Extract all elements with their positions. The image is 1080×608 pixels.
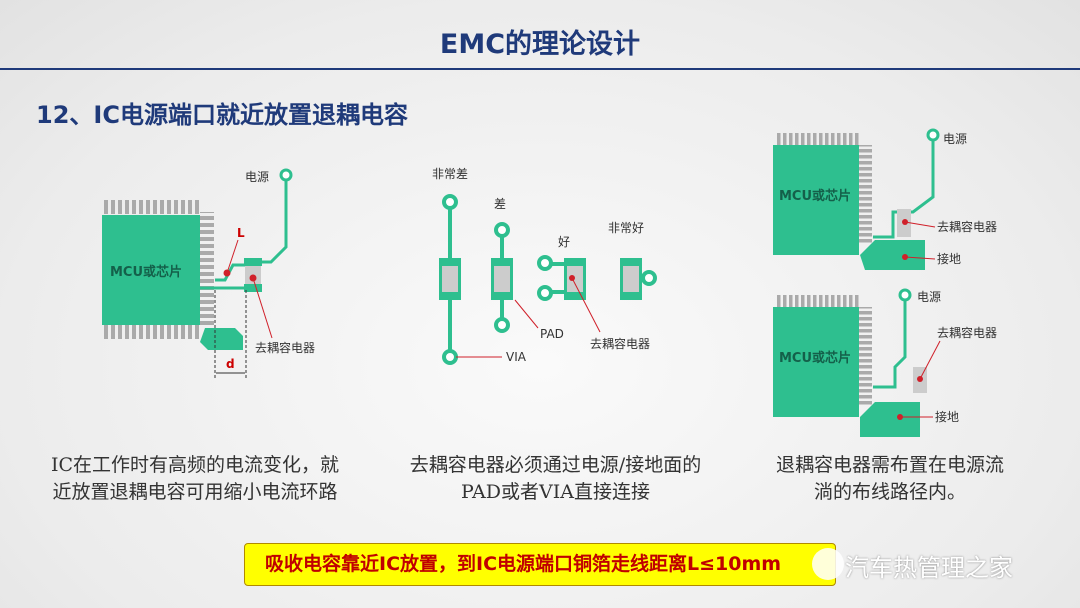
section-heading: 12、IC电源端口就近放置退耦电容 [36, 101, 408, 129]
caption-middle: 去耦容电器必须通过电源/接地面的PAD或者VIA直接连接 [409, 454, 702, 503]
power-label: 电源 [917, 290, 941, 304]
bottom-variant: MCU或芯片 电源 去耦容电器 接地 [773, 288, 997, 437]
ground-label: 接地 [935, 409, 959, 424]
wechat-icon [812, 548, 844, 580]
title-divider [0, 68, 1080, 70]
page-title: EMC的理论设计 [439, 29, 641, 60]
chip-label: MCU或芯片 [110, 264, 182, 280]
label-very-good: 非常好 [608, 221, 644, 235]
diagram-decoupling-distance: MCU或芯片 电源 L 去耦容电器 d [102, 168, 315, 380]
distance-label: d [226, 357, 235, 371]
power-label: 电源 [943, 132, 967, 146]
via-label: VIA [506, 350, 527, 364]
length-label: L [237, 226, 245, 240]
label-very-bad: 非常差 [432, 167, 468, 181]
capacitor-label: 去耦容电器 [590, 336, 650, 351]
chip-label: MCU或芯片 [779, 188, 851, 204]
caption-left: IC在工作时有高频的电流变化，就近放置退耦电容可用缩小电流环路 [50, 454, 340, 503]
diagram-routing-path: MCU或芯片 电源 去耦容电器 接地 MCU或芯片 电源 去耦容电器 接地 [773, 128, 997, 437]
label-bad: 差 [494, 197, 506, 211]
power-label: 电源 [245, 170, 269, 184]
watermark: 汽车热管理之家 [845, 554, 1013, 582]
label-good: 好 [558, 235, 570, 249]
caption-right: 退耦容电器需布置在电源流淌的布线路径内。 [775, 454, 1004, 503]
pad-label: PAD [540, 327, 564, 341]
capacitor-label: 去耦容电器 [255, 340, 315, 355]
capacitor-label: 去耦容电器 [937, 219, 997, 234]
ground-label: 接地 [937, 251, 961, 266]
highlight-banner: 吸收电容靠近IC放置，到IC电源端口铜箔走线距离L≤10mm [244, 543, 836, 586]
capacitor-label: 去耦容电器 [937, 325, 997, 340]
diagram-pad-via: 非常差 差 好 非常好 PAD VIA 去耦容电器 [432, 167, 657, 365]
chip-label: MCU或芯片 [779, 350, 851, 366]
top-variant: MCU或芯片 电源 去耦容电器 接地 [773, 128, 997, 270]
